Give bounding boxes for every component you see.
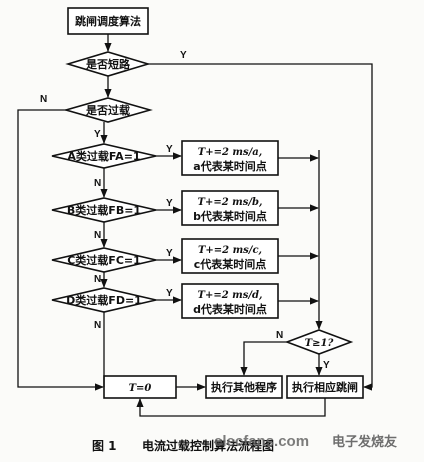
a-process-line1: T+=2 ms/a, — [198, 147, 262, 158]
figure-number: 图 1 — [92, 439, 117, 453]
d-process-line2: d代表某时间点 — [193, 302, 267, 316]
overload-no-label: N — [40, 94, 47, 105]
c-process-line1: T+=2 ms/c, — [198, 245, 262, 256]
other-program-label: 执行其他程序 — [211, 380, 277, 394]
start-label: 跳闸调度算法 — [75, 14, 141, 28]
short-circuit-label: 是否短路 — [85, 57, 131, 71]
short-yes-label: Y — [180, 50, 187, 61]
fc-no-label: N — [94, 274, 101, 285]
arrow-trip-return — [136, 398, 326, 417]
d-process-line1: T+=2 ms/d, — [198, 290, 263, 301]
other-program-box — [205, 375, 283, 399]
figure-title: 电流过载控制算法流程图 — [142, 438, 274, 453]
watermark-site: elecfans.com — [214, 433, 309, 450]
fb-yes-label: Y — [166, 198, 173, 209]
fd-label: D类过载FD=1 — [66, 293, 142, 307]
fa-label: A类过载FA=1 — [67, 149, 140, 163]
fb-label: B类过载FB=1 — [67, 203, 141, 217]
a-process-box — [181, 140, 279, 176]
fa-yes-label: Y — [166, 144, 173, 155]
arrow-overload-no — [17, 109, 104, 391]
d-process-box — [181, 283, 279, 319]
overload-label: 是否过载 — [85, 103, 130, 117]
fd-yes-label: Y — [166, 288, 173, 299]
watermark-brand: 电子发烧友 — [332, 434, 397, 450]
t-reset-label: T=0 — [129, 383, 152, 394]
b-process-line1: T+=2 ms/b, — [198, 197, 263, 208]
fc-yes-label: Y — [166, 248, 173, 259]
fb-no-label: N — [94, 230, 101, 241]
arrow-t-no — [240, 341, 287, 376]
t-yes-label: Y — [323, 360, 330, 371]
overload-decision — [63, 97, 153, 123]
b-process-line2: b代表某时间点 — [193, 209, 267, 223]
c-process-line2: c代表某时间点 — [194, 257, 267, 271]
fd-no-label: N — [94, 320, 101, 331]
arrow-short-yes — [148, 63, 373, 391]
fc-label: C类过载FC=1 — [67, 253, 141, 267]
overload-yes-label: Y — [94, 129, 101, 140]
t-threshold-label: T≥1? — [305, 338, 334, 349]
b-process-box — [181, 190, 279, 226]
fa-no-label: N — [94, 178, 101, 189]
a-process-line2: a代表某时间点 — [193, 159, 266, 173]
t-no-label: N — [276, 330, 283, 341]
trip-action-label: 执行相应跳闸 — [292, 380, 358, 394]
